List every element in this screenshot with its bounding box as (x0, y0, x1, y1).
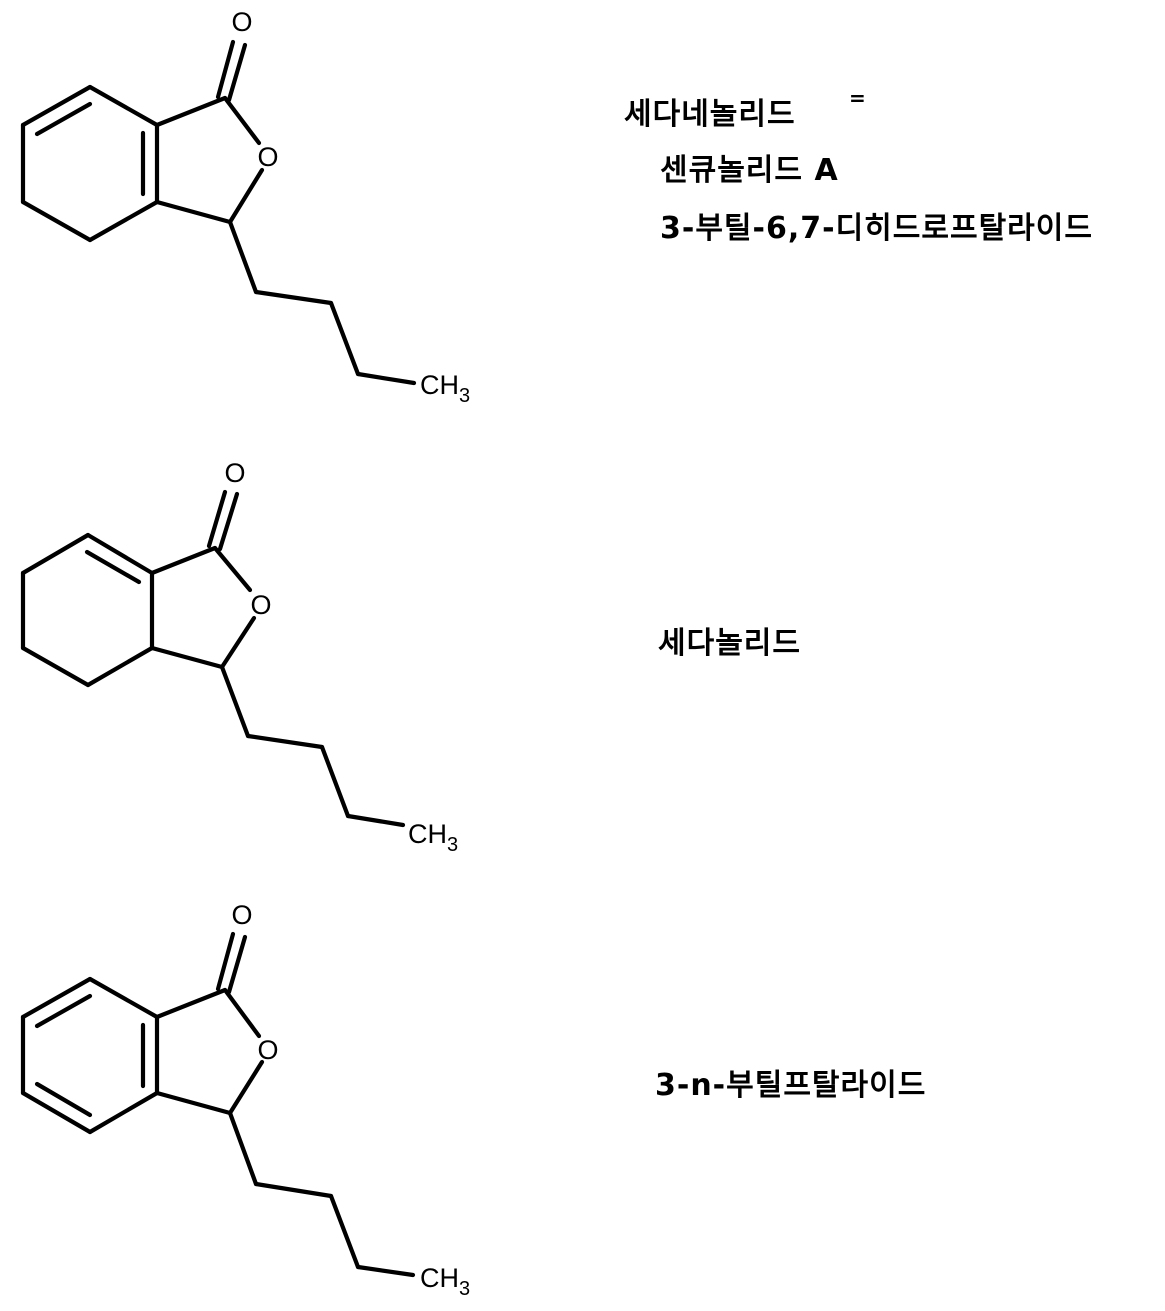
bond-line (355, 1264, 416, 1278)
bond-line (87, 84, 160, 128)
compound-2-name-sedanolide: 세다놀리드 (658, 626, 801, 661)
bond-line (245, 733, 325, 750)
bond-line (219, 615, 257, 670)
bond-line (226, 934, 248, 995)
methyl-subscript: 3 (459, 385, 470, 407)
methyl-group-label: CH3 (420, 370, 470, 407)
ring-oxygen-label: O (257, 142, 278, 172)
methyl-subscript: 3 (447, 834, 458, 856)
bond-line (227, 219, 259, 295)
bond-line (154, 1090, 233, 1116)
bond-line (20, 645, 91, 688)
bond-line (154, 199, 233, 225)
bond-line (149, 545, 218, 576)
bond-line (222, 987, 262, 1039)
bond-line (219, 664, 251, 739)
methyl-group-label: CH3 (420, 1263, 470, 1300)
bond-line (227, 1110, 259, 1187)
bond-line (34, 993, 93, 1029)
bond-line (87, 1090, 160, 1135)
bond-line (34, 1081, 93, 1118)
bond-line (319, 744, 351, 819)
bond-line (85, 645, 155, 688)
ring-oxygen-label: O (257, 1035, 278, 1065)
bond-line (226, 42, 248, 103)
bond-line (34, 101, 93, 137)
bond-line (217, 491, 240, 552)
bond-line (149, 645, 225, 670)
bond-line (206, 489, 228, 549)
carbonyl-oxygen-label: O (224, 458, 245, 488)
bond-line (222, 95, 262, 146)
bond-line (154, 95, 228, 128)
bond-line (227, 167, 265, 225)
bond-line (215, 39, 236, 100)
compound-1-name-iupac: 3-부틸-6,7-디히드로프탈라이드 (660, 211, 1093, 246)
bond-line (87, 199, 160, 243)
compound-3-name-butylphthalide: 3-n-부틸프탈라이드 (655, 1068, 927, 1103)
compound-1-equals-sign: = (849, 86, 866, 110)
bond-line (20, 976, 93, 1020)
bond-line (227, 1059, 265, 1116)
methyl-subscript: 3 (459, 1278, 470, 1300)
methyl-group-label: CH3 (408, 819, 458, 856)
bond-line (253, 1181, 334, 1199)
bond-line (20, 84, 93, 128)
bond-line (85, 532, 155, 576)
bond-line (20, 532, 91, 576)
ring-oxygen-label: O (250, 590, 271, 620)
carbonyl-oxygen-label: O (231, 7, 252, 37)
bond-line (355, 371, 417, 386)
compound-1-name-senkyunolide-a: 센큐놀리드 A (660, 153, 839, 188)
bond-line (154, 987, 228, 1020)
molecule-sedanolide: O O CH3 (20, 458, 458, 856)
bond-line (87, 976, 160, 1020)
bond-line (84, 549, 142, 585)
molecule-senkyunolide-a: O O CH3 (20, 7, 470, 407)
bond-line (20, 199, 93, 243)
bond-line (345, 813, 406, 828)
molecule-3-n-butylphthalide: O O CH3 (20, 900, 470, 1300)
carbonyl-oxygen-label: O (231, 900, 252, 930)
bond-line (328, 1193, 361, 1270)
bond-line (212, 545, 253, 593)
bond-line (20, 1090, 93, 1135)
bond-line (328, 300, 361, 377)
compound-1-name-sedanenolide: 세다네놀리드 (624, 97, 796, 132)
bond-line (215, 931, 236, 992)
bond-line (253, 289, 334, 306)
